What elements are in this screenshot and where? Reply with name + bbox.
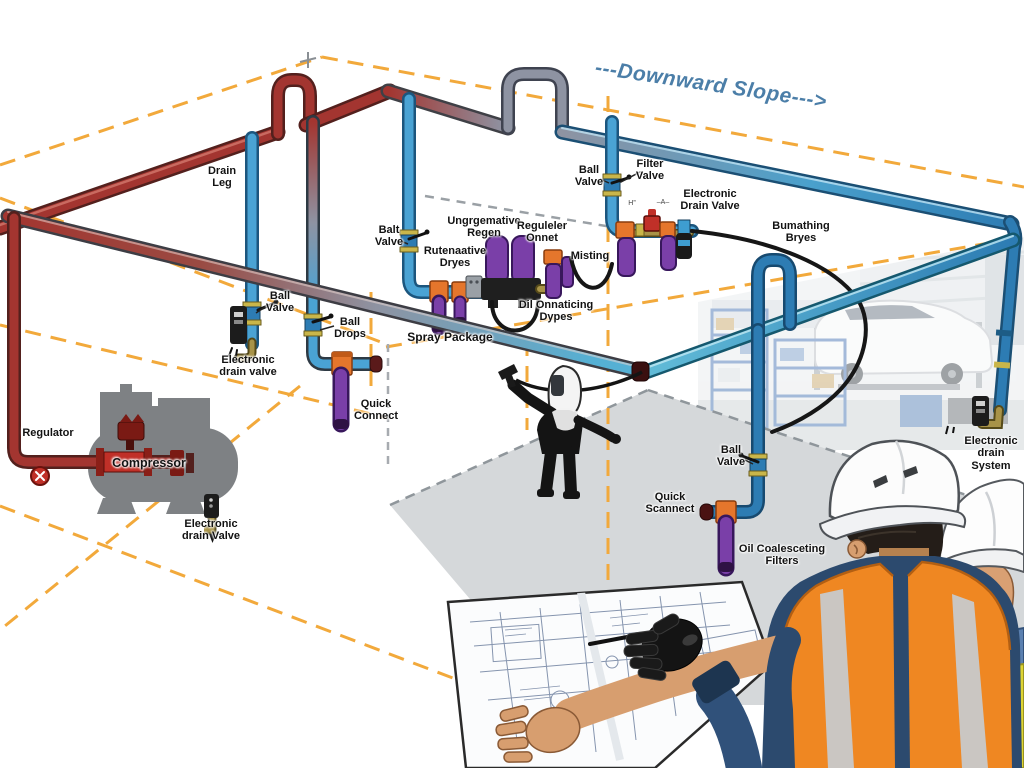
ball-valve-left-label: Ball Valve (265, 290, 295, 315)
pipe-size-mark-1: H” (628, 200, 636, 207)
worker-front-left-hand (495, 705, 533, 763)
regulator-assembly (96, 414, 152, 476)
regulator-label: Regulator (22, 427, 74, 439)
electronic-drain-valve-left-label: Electronic drain valve (219, 354, 277, 379)
oil-coalescing-dryer-label: Dil Onnaticing Dypes (518, 299, 594, 324)
sprinkler-mark (299, 52, 317, 68)
worker-front-glove-fingers (623, 613, 680, 681)
ball-drops-valve (303, 313, 334, 337)
balt-valve (399, 229, 430, 253)
worker-front (762, 439, 1022, 768)
electronic-drain-valve-compressor-label: Electronic drain Valve (181, 518, 241, 543)
electronic-drain-system-right (945, 396, 1004, 435)
compressor-label: Compressor (112, 456, 186, 470)
quick-scannect-label: Quick Scannect (645, 491, 695, 516)
misting-label: Misting (570, 250, 610, 262)
lower-right-drop (699, 253, 797, 577)
compressor-group (7, 211, 238, 543)
regulator-center-label: Reguleler Onnet (516, 220, 568, 245)
label-pointers (255, 178, 754, 465)
filter-valve-label: Filter Valve (635, 158, 665, 183)
quick-connect-label: Quick Connect (354, 398, 398, 423)
pipe-run-to-spray-area (0, 208, 651, 380)
pipe-run-return (631, 232, 1021, 382)
compressor-electronic-drain (204, 494, 219, 543)
drain-leg-1 (228, 131, 279, 363)
worker-front-arms (495, 613, 801, 768)
pipe-size-mark-2: –A– (656, 199, 670, 206)
ball-valve-bottom-right (738, 452, 768, 477)
worker-front-right-sleeve (696, 678, 762, 768)
drain-hose (690, 229, 868, 434)
oil-coalescing-filters-label: Oil Coalesceting Filters (738, 543, 826, 568)
filter-ball-valve (602, 173, 632, 197)
rutenaative-dryes-label: Rutenaative Dryes (423, 245, 487, 270)
balt-valve-label: Balt Valve (374, 224, 404, 249)
worker-front-left-arm (553, 635, 795, 732)
electronic-drain-valve-left (228, 306, 247, 357)
drain-leg-2-ball-drops (303, 115, 383, 433)
blueprint-drawing-lines (469, 587, 763, 761)
electronic-drain-valve-top-right-label: Electronic Drain Valve (680, 188, 740, 213)
painter-visor (551, 375, 564, 396)
regenerative-dryer-label: Ungrgemative Regen (447, 215, 521, 240)
ball-valve-bottom-right-label: Ball Valve (716, 444, 746, 469)
bumathing-bryes-label: Bumathing Bryes (772, 220, 830, 245)
electronic-drain-system-label: Electronic drain System (964, 435, 1018, 472)
feed-pipe-regulator (7, 211, 194, 486)
ball-valve-top-right-label: Ball Valve (574, 164, 604, 189)
spray-package-label: Spray Package (407, 330, 493, 344)
ball-drops-label: Ball Drops (334, 316, 366, 341)
painter-figure (498, 364, 643, 499)
spray-hose (515, 370, 643, 393)
spray-gun (498, 364, 518, 380)
drain-leg-label: Drain Leg (207, 165, 237, 190)
